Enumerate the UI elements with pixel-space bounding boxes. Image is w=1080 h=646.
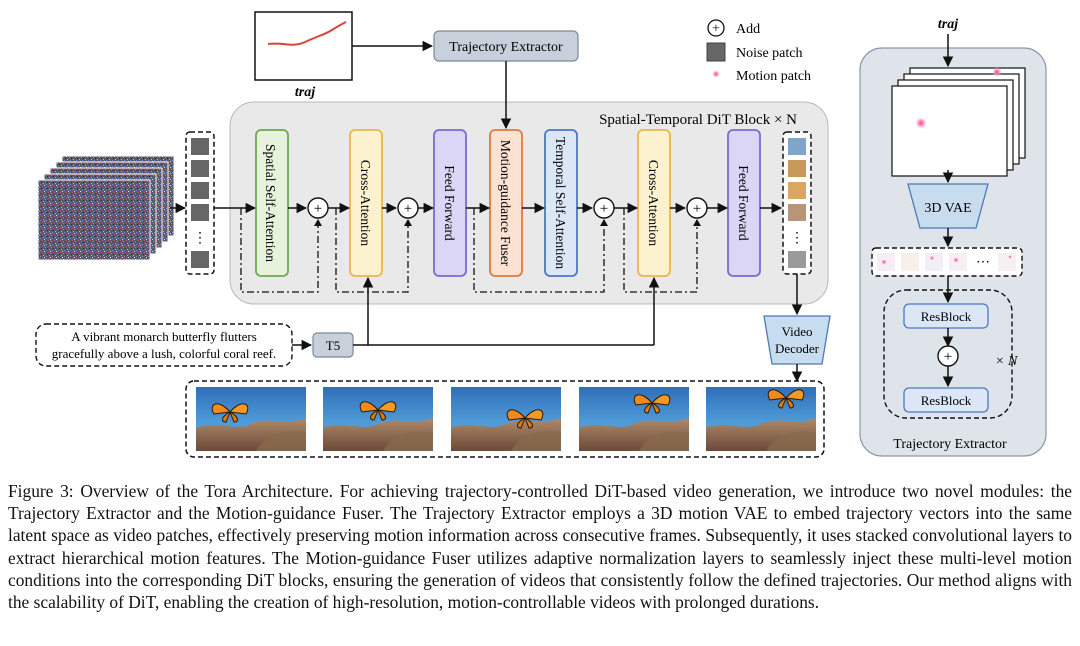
svg-text:Feed Forward: Feed Forward (442, 165, 457, 241)
svg-text:ResBlock: ResBlock (921, 393, 972, 408)
add-node-right: + (937, 345, 959, 367)
butterfly-icon (359, 401, 397, 421)
cross-attention-block-1: Cross-Attention (349, 129, 383, 277)
t5-to-cross-attention (353, 276, 660, 346)
resblock-2: ResBlock (903, 387, 989, 413)
butterfly-icon (767, 389, 805, 409)
butterfly-icon (506, 409, 544, 429)
figure-caption: Figure 3: Overview of the Tora Architect… (8, 481, 1072, 613)
output-patch-column: ⋮ (782, 131, 812, 275)
vae-block: 3D VAE (907, 183, 989, 229)
legend-add: Add (736, 22, 760, 37)
add-node-2: + (397, 197, 419, 219)
svg-text:+: + (600, 201, 608, 217)
add-node-3: + (593, 197, 615, 219)
motion-patch-row: ⋯ (871, 247, 1023, 277)
right-panel-title: Trajectory Extractor (893, 437, 1007, 452)
frame-thumbnail (196, 387, 306, 451)
legend-motion-patch: Motion patch (736, 69, 811, 84)
noise-frames (37, 155, 175, 261)
traj-plot (254, 11, 353, 81)
frame-thumbnail (323, 387, 433, 451)
svg-text:+: + (693, 201, 701, 217)
noise-patch-column: ⋮ (185, 131, 215, 275)
traj-label: traj (295, 85, 315, 100)
svg-text:+: + (712, 22, 720, 37)
resblock-1: ResBlock (903, 303, 989, 329)
svg-text:⋯: ⋯ (976, 255, 990, 270)
add-node-4: + (686, 197, 708, 219)
dit-block-title: Spatial-Temporal DiT Block × N (599, 112, 797, 128)
noise-patch-icon (706, 42, 726, 62)
svg-text:Cross-Attention: Cross-Attention (358, 160, 373, 246)
legend: + Add Noise patch Motion patch (706, 19, 811, 84)
svg-text:Temporal Self-Attention: Temporal Self-Attention (553, 137, 568, 269)
residual-connections (240, 208, 698, 293)
times-n-label: × N (995, 354, 1018, 369)
trajectory-extractor-label: Trajectory Extractor (449, 40, 563, 55)
svg-text:⋮: ⋮ (790, 231, 804, 246)
temporal-self-attention-block: Temporal Self-Attention (544, 129, 578, 277)
add-icon (707, 19, 725, 37)
legend-noise-patch: Noise patch (736, 46, 802, 61)
svg-text:Video: Video (782, 324, 813, 339)
cross-attention-block-2: Cross-Attention (637, 129, 671, 277)
frame-thumbnail (579, 387, 689, 451)
trajectory-extractor-box: Trajectory Extractor (433, 30, 579, 62)
motion-guidance-fuser-block: Motion-guidance Fuser (489, 129, 523, 277)
traj-label-right: traj (938, 17, 958, 32)
prompt-line-1: A vibrant monarch butterfly flutters (71, 329, 257, 344)
add-node-1: + (307, 197, 329, 219)
trajectory-frame-stack (891, 67, 1026, 177)
spatial-self-attention-block: Spatial Self-Attention (255, 129, 289, 277)
video-decoder: Video Decoder (763, 315, 831, 365)
svg-text:Feed Forward: Feed Forward (736, 165, 751, 241)
frame-thumbnails (196, 387, 816, 451)
svg-text:+: + (404, 201, 412, 217)
frame-thumbnail (451, 387, 561, 451)
frame-thumbnail (706, 387, 816, 451)
architecture-diagram: traj Trajectory Extractor + Add Noise pa… (35, 11, 1047, 458)
feed-forward-block-1: Feed Forward (433, 129, 467, 277)
feed-forward-block-2: Feed Forward (727, 129, 761, 277)
svg-text:Decoder: Decoder (775, 341, 820, 356)
svg-text:Cross-Attention: Cross-Attention (646, 160, 661, 246)
prompt-line-2: gracefully above a lush, colorful coral … (52, 346, 277, 361)
t5-box: T5 (312, 332, 354, 358)
svg-text:+: + (944, 349, 952, 365)
text-prompt-box: A vibrant monarch butterfly flutters gra… (35, 323, 293, 367)
motion-patch-icon (712, 70, 720, 78)
svg-text:+: + (314, 201, 322, 217)
svg-text:Motion-guidance Fuser: Motion-guidance Fuser (498, 140, 513, 267)
svg-text:⋮: ⋮ (193, 231, 207, 246)
svg-text:T5: T5 (326, 338, 340, 353)
svg-text:Spatial Self-Attention: Spatial Self-Attention (263, 144, 278, 262)
svg-text:ResBlock: ResBlock (921, 309, 972, 324)
svg-text:3D VAE: 3D VAE (924, 201, 971, 216)
butterfly-icon (633, 394, 671, 414)
butterfly-icon (211, 403, 249, 423)
